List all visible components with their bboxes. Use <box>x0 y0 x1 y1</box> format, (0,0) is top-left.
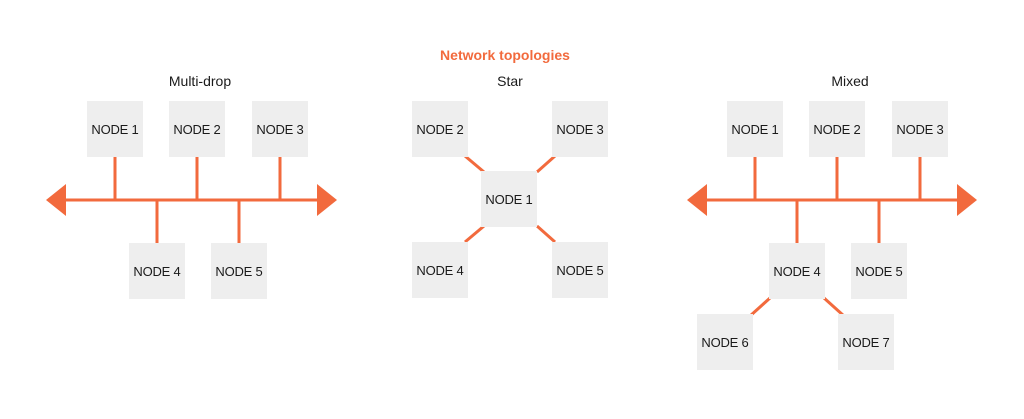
mixed-arrow-right <box>957 184 977 216</box>
star-label: Star <box>497 73 523 89</box>
multidrop-node-4: NODE 4 <box>129 243 185 299</box>
mixed-node-6: NODE 6 <box>697 314 753 370</box>
star-node-1: NODE 1 <box>481 171 537 227</box>
star-node-4: NODE 4 <box>412 242 468 298</box>
multidrop-label: Multi-drop <box>168 73 232 89</box>
multidrop-arrow-right <box>317 184 337 216</box>
mixed-node-2: NODE 2 <box>809 101 865 157</box>
mixed-node-3: NODE 3 <box>892 101 948 157</box>
multidrop-node-1: NODE 1 <box>87 101 143 157</box>
multidrop-arrow-left <box>46 184 66 216</box>
star-node-2: NODE 2 <box>412 101 468 157</box>
star-node-5: NODE 5 <box>552 242 608 298</box>
multidrop-node-2: NODE 2 <box>169 101 225 157</box>
mixed-node-4: NODE 4 <box>769 243 825 299</box>
mixed-link-node7 <box>822 296 846 318</box>
mixed-arrow-left <box>687 184 707 216</box>
diagram-title: Network topologies <box>440 47 570 63</box>
mixed-link-node6 <box>748 296 772 318</box>
star-node-3: NODE 3 <box>552 101 608 157</box>
multidrop-node-5: NODE 5 <box>211 243 267 299</box>
mixed-node-5: NODE 5 <box>851 243 907 299</box>
star-link-node5 <box>536 224 556 244</box>
star-link-node3 <box>536 154 556 174</box>
star-link-node4 <box>464 224 485 244</box>
mixed-label: Mixed <box>831 73 869 89</box>
mixed-node-7: NODE 7 <box>838 314 894 370</box>
star-link-node2 <box>464 154 485 174</box>
multidrop-node-3: NODE 3 <box>252 101 308 157</box>
mixed-node-1: NODE 1 <box>727 101 783 157</box>
